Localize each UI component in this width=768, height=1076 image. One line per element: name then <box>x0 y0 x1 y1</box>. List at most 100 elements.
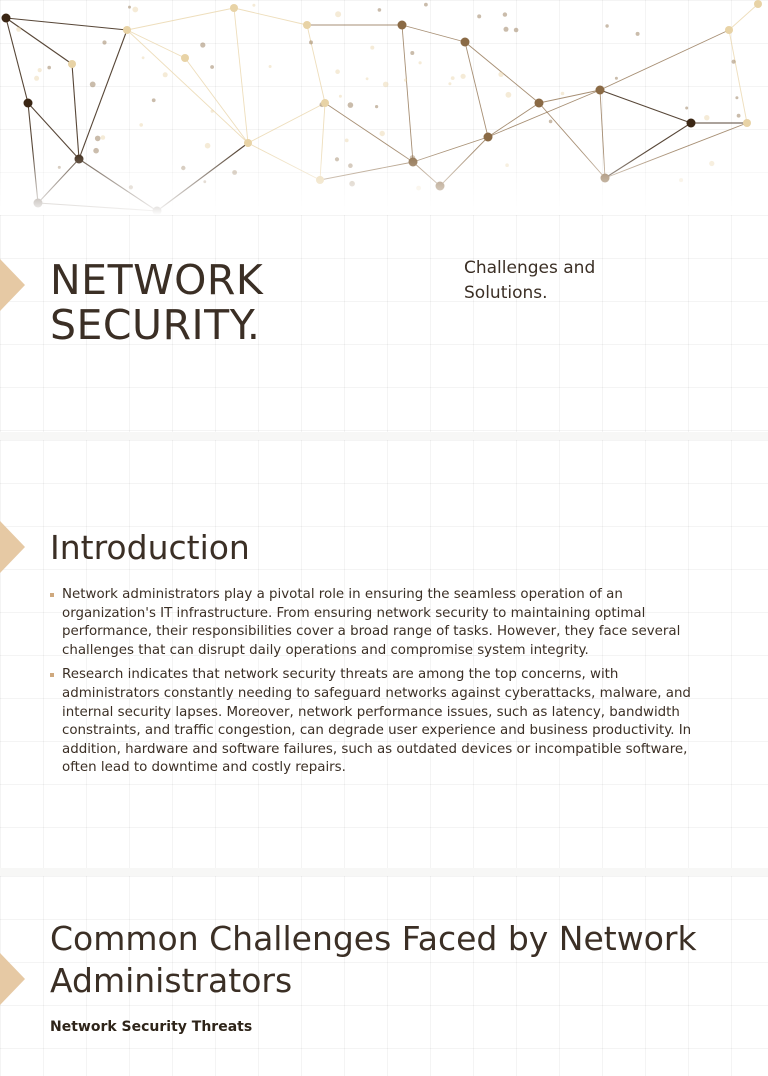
network-dot <box>335 11 342 18</box>
network-dot <box>477 14 482 19</box>
network-dot <box>268 65 272 68</box>
slide-subheading: Network Security Threats <box>50 1019 253 1035</box>
network-dot <box>335 69 340 74</box>
network-dot <box>505 91 512 98</box>
network-node <box>534 98 544 108</box>
bullet-square-icon <box>50 673 54 678</box>
network-dot <box>736 113 741 118</box>
slide-title: NETWORK SECURITY. <box>50 256 264 349</box>
network-dot <box>377 8 382 12</box>
network-link <box>487 102 540 138</box>
network-dot <box>200 42 206 48</box>
bullet-item: Research indicates that network security… <box>50 666 700 778</box>
network-link <box>126 29 249 144</box>
network-node <box>244 139 252 147</box>
network-link <box>464 41 540 104</box>
title-slide: NETWORK SECURITY. Challenges and Solutio… <box>0 0 768 432</box>
network-dot <box>498 71 504 77</box>
network-dot <box>162 72 168 78</box>
network-node <box>23 98 33 108</box>
slide-subtitle: Challenges and Solutions. <box>464 258 596 303</box>
network-node <box>743 119 751 127</box>
bullet-text: Network administrators play a pivotal ro… <box>62 587 681 658</box>
network-dot <box>614 76 618 80</box>
network-node <box>725 26 733 34</box>
network-dot <box>204 142 211 149</box>
network-dot <box>151 98 156 103</box>
network-dot <box>502 12 508 17</box>
slide-heading: Common Challenges Faced by Network Admin… <box>50 919 697 1000</box>
network-link <box>27 102 80 160</box>
network-node <box>303 21 311 29</box>
network-node <box>230 4 238 12</box>
network-dot <box>448 82 452 86</box>
chevron-right-icon <box>0 521 25 573</box>
network-dot <box>102 40 107 45</box>
network-link <box>5 17 73 65</box>
network-dot <box>47 65 51 70</box>
network-node <box>595 85 605 95</box>
network-dot <box>375 105 379 109</box>
network-node <box>754 0 762 8</box>
network-link <box>184 57 249 144</box>
network-dot <box>37 68 42 73</box>
network-dot <box>704 115 710 121</box>
network-dot <box>132 6 139 13</box>
network-link <box>401 24 414 163</box>
network-link <box>306 24 326 104</box>
network-link <box>487 89 601 138</box>
network-link <box>71 63 80 160</box>
challenges-slide: Common Challenges Faced by Network Admin… <box>0 876 768 1076</box>
network-link <box>5 17 29 104</box>
network-dot <box>548 119 553 124</box>
network-node <box>321 99 329 107</box>
network-link <box>233 7 308 26</box>
network-dot <box>404 78 408 82</box>
network-node <box>460 37 470 47</box>
network-link <box>247 102 326 144</box>
network-link <box>233 7 249 144</box>
network-node <box>483 132 493 142</box>
network-link <box>5 17 128 31</box>
network-node <box>397 20 407 30</box>
network-link <box>401 24 466 43</box>
network-dot <box>370 45 375 50</box>
network-dot <box>128 5 131 9</box>
network-node <box>1 13 11 23</box>
network-dot <box>16 26 22 32</box>
network-dot <box>418 61 422 65</box>
network-dot <box>210 109 214 113</box>
network-dot <box>460 73 466 79</box>
network-dot <box>347 102 354 108</box>
bullet-list: Network administrators play a pivotal ro… <box>50 586 700 784</box>
network-dot <box>685 106 689 110</box>
network-dot <box>424 2 428 7</box>
network-node <box>181 54 189 62</box>
bullet-item: Network administrators play a pivotal ro… <box>50 586 700 660</box>
bullet-text: Research indicates that network security… <box>62 667 692 776</box>
network-node <box>123 26 131 34</box>
network-link <box>464 41 489 138</box>
network-link <box>126 29 186 59</box>
network-dot <box>141 56 145 60</box>
network-dot <box>410 51 415 55</box>
network-dot <box>139 123 143 127</box>
network-link <box>599 89 692 124</box>
network-node <box>68 60 76 68</box>
network-dot <box>379 130 385 137</box>
network-dot <box>731 59 736 64</box>
network-link <box>728 3 759 31</box>
chevron-right-icon <box>0 953 25 1005</box>
network-link <box>78 29 128 160</box>
network-dot <box>450 76 455 80</box>
network-dot <box>365 77 369 81</box>
network-link <box>599 29 730 91</box>
network-dot <box>560 91 565 96</box>
network-dot <box>735 96 739 100</box>
network-link <box>126 7 235 31</box>
network-dot <box>513 27 519 33</box>
network-dot <box>34 75 40 81</box>
network-dot <box>344 138 349 143</box>
network-node <box>686 118 696 128</box>
chevron-right-icon <box>0 259 25 311</box>
